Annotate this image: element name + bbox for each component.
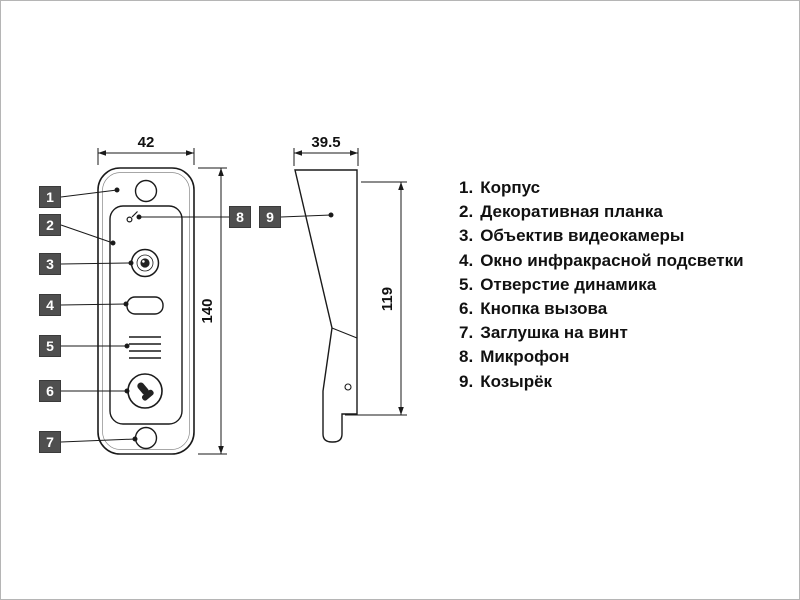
leader-lines bbox=[60, 187, 334, 443]
legend-item-label: Декоративная планка bbox=[480, 202, 663, 222]
front-view-inner-contour bbox=[102, 172, 190, 450]
leader-line-7 bbox=[60, 436, 138, 443]
callout-1: 1 bbox=[39, 186, 61, 208]
legend-item-number: 1. bbox=[459, 178, 474, 197]
legend-item-label: Козырёк bbox=[480, 371, 553, 391]
legend-item-number: 5. bbox=[459, 274, 474, 294]
side-view-outline bbox=[294, 169, 358, 443]
leader-line-4 bbox=[60, 301, 129, 307]
callout-6: 6 bbox=[39, 380, 61, 402]
callout-7: 7 bbox=[39, 431, 61, 453]
leader-line-1 bbox=[60, 187, 120, 198]
dim-front-height: 140 bbox=[198, 167, 227, 455]
legend-item-label: Заглушка на винт bbox=[480, 323, 628, 343]
top-screw-cap bbox=[134, 179, 158, 203]
legend-item-label: Отверстие динамика bbox=[480, 274, 657, 294]
legend-item-number: 9. bbox=[459, 371, 474, 391]
legend-item-1: 1. Корпус bbox=[459, 176, 744, 200]
legend-item-2: 2. Декоративная планка bbox=[459, 200, 744, 224]
front-view bbox=[97, 167, 195, 455]
legend-item-number: 2. bbox=[459, 202, 474, 222]
legend-item-8: 8. Микрофон bbox=[459, 345, 744, 369]
legend-item-3: 3. Объектив видеокамеры bbox=[459, 224, 744, 248]
legend-item-7: 7. Заглушка на винт bbox=[459, 321, 744, 345]
dim-side-width-label: 39.5 bbox=[311, 134, 340, 151]
legend-item-number: 6. bbox=[459, 299, 474, 319]
legend-item-5: 5. Отверстие динамика bbox=[459, 273, 744, 297]
callout-3: 3 bbox=[39, 253, 61, 275]
legend-item-number: 3. bbox=[459, 226, 474, 246]
side-screw-hole bbox=[344, 383, 352, 391]
decorative-plate bbox=[109, 205, 183, 425]
callout-5: 5 bbox=[39, 335, 61, 357]
leader-line-2 bbox=[60, 224, 116, 246]
legend: 1. Корпус 2. Декоративная планка 3. Объе… bbox=[459, 176, 744, 394]
callout-4: 4 bbox=[39, 294, 61, 316]
leader-line-9 bbox=[280, 212, 334, 218]
legend-item-label: Микрофон bbox=[480, 347, 570, 367]
dim-side-width: 39.5 bbox=[293, 134, 359, 166]
legend-item-label: Корпус bbox=[480, 178, 541, 197]
legend-item-number: 7. bbox=[459, 323, 474, 343]
dim-front-width: 42 bbox=[97, 134, 195, 165]
microphone-hole-icon bbox=[126, 211, 138, 223]
leader-line-3 bbox=[60, 260, 134, 266]
call-button bbox=[127, 373, 163, 409]
visor-underside-line bbox=[331, 327, 358, 339]
camera-lens bbox=[130, 248, 160, 278]
legend-item-label: Кнопка вызова bbox=[480, 299, 608, 319]
legend-item-number: 4. bbox=[459, 250, 474, 270]
front-view-outline bbox=[97, 167, 195, 455]
legend-item-4: 4. Окно инфракрасной подсветки bbox=[459, 249, 744, 273]
legend-item-label: Объектив видеокамеры bbox=[480, 226, 685, 246]
side-view bbox=[294, 169, 358, 443]
callout-9: 9 bbox=[259, 206, 281, 228]
callout-2: 2 bbox=[39, 214, 61, 236]
dim-front-height-label: 140 bbox=[199, 298, 216, 323]
callout-8: 8 bbox=[229, 206, 251, 228]
dim-side-height: 119 bbox=[345, 181, 407, 416]
dim-side-height-label: 119 bbox=[379, 287, 396, 311]
leader-line-5 bbox=[61, 343, 130, 349]
leader-line-6 bbox=[61, 388, 130, 394]
legend-item-label: Окно инфракрасной подсветки bbox=[480, 250, 744, 270]
legend-item-number: 8. bbox=[459, 347, 474, 367]
leader-line-8 bbox=[136, 214, 229, 220]
speaker-holes bbox=[129, 336, 161, 359]
dim-front-width-label: 42 bbox=[138, 134, 155, 151]
legend-item-6: 6. Кнопка вызова bbox=[459, 297, 744, 321]
legend-item-9: 9. Козырёк bbox=[459, 370, 744, 394]
